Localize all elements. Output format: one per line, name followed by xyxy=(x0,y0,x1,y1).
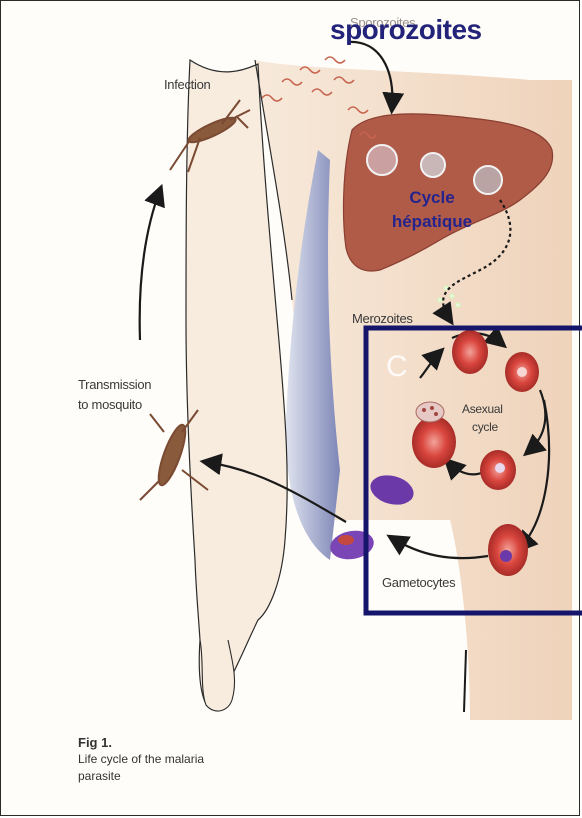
caption-line-1: Life cycle of the malaria xyxy=(78,751,204,768)
hepatocyte-1 xyxy=(367,145,397,175)
c-letter-label: C xyxy=(386,350,408,384)
arrow-mosquito-up xyxy=(140,190,160,340)
hand xyxy=(200,640,235,711)
hepatocyte-2 xyxy=(421,153,445,177)
schizont xyxy=(416,402,444,422)
asexual-label-line2: cycle xyxy=(472,418,498,436)
rbc-5 xyxy=(488,524,528,576)
gametocyte-2 xyxy=(328,527,376,562)
sporozoites-title: sporozoites xyxy=(330,14,482,46)
infection-label: Infection xyxy=(164,76,210,94)
figure-number: Fig 1. xyxy=(78,734,204,751)
transmission-label-line1: Transmission xyxy=(78,376,151,394)
merozoites-label: Merozoites xyxy=(352,310,413,328)
rbc-1 xyxy=(452,330,488,374)
transmission-label-line2: to mosquito xyxy=(78,396,142,414)
gametocytes-label: Gametocytes xyxy=(382,574,455,592)
rbc-4 xyxy=(412,416,456,468)
figure-caption: Fig 1. Life cycle of the malaria parasit… xyxy=(78,734,204,785)
asexual-label-line1: Asexual xyxy=(462,400,503,418)
caption-line-2: parasite xyxy=(78,768,204,785)
